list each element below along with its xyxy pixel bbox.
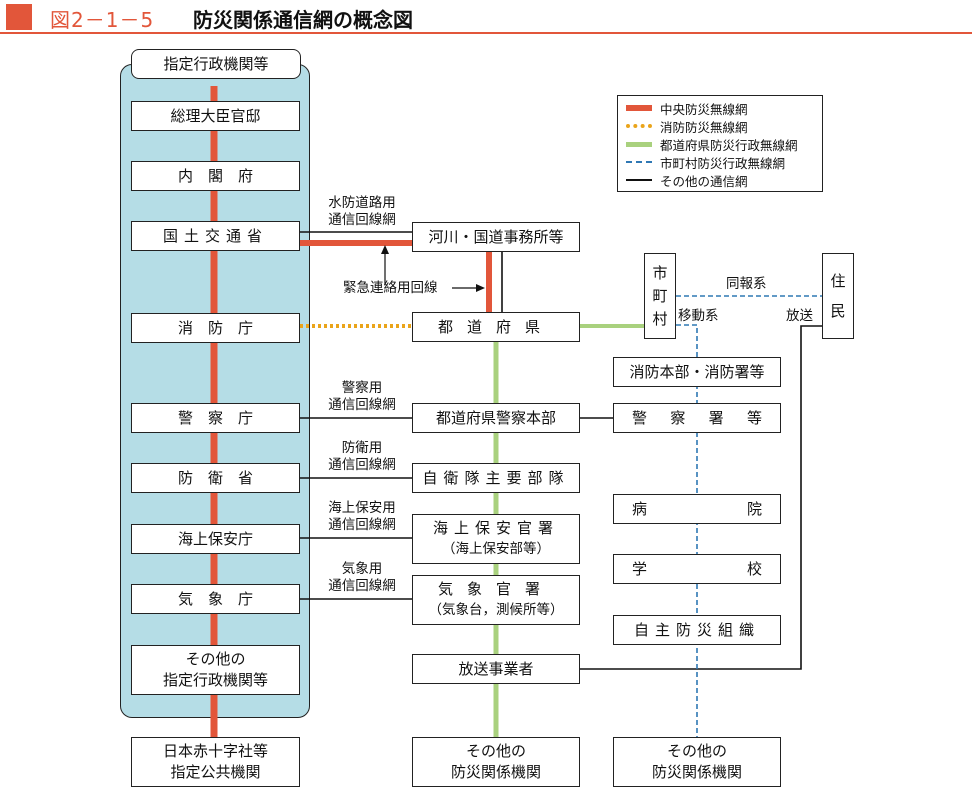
municipality-char-2: 町 (652, 286, 668, 305)
other-agencies-line2: 指定行政機関等 (162, 671, 268, 689)
river-office-box: 河川・国道事務所等 (412, 222, 580, 252)
coast-guard-box: 海上保安庁 (131, 524, 300, 554)
mlit-box: 国土交通省 (131, 221, 300, 251)
met-net-label-line2: 通信回線網 (328, 578, 396, 594)
school-char-2: 校 (746, 559, 762, 578)
defense-net-label-line1: 防衛用 (341, 440, 383, 456)
legend-item-municipal: 市町村防災行政無線網 (618, 153, 822, 171)
thick-line-icon (626, 105, 652, 111)
header-rule (0, 32, 972, 34)
coast-net-label-line2: 通信回線網 (328, 517, 396, 533)
broadcaster-box: 放送事業者 (412, 654, 580, 684)
legend-label-central: 中央防災無線網 (660, 101, 748, 117)
residents-char-2: 民 (830, 302, 846, 320)
school-box: 学 校 (613, 554, 781, 584)
police-station-box: 警 察 署 等 (613, 403, 781, 433)
public-institutions-line2: 指定公共機関 (170, 763, 261, 781)
legend-item-central: 中央防災無線網 (618, 99, 822, 117)
met-net-label-line1: 気象用 (341, 561, 383, 577)
coast-office-box: 海上保安官署 （海上保安部等） (412, 514, 580, 564)
legend-label-prefecture: 都道府県防災行政無線網 (660, 137, 798, 153)
legend-item-fire: 消防防災無線網 (618, 117, 822, 135)
police-net-label: 警察用 通信回線網 (312, 380, 412, 414)
header-color-block (6, 4, 32, 30)
residents-char-1: 住 (830, 272, 846, 290)
legend-label-other: その他の通信網 (660, 173, 748, 189)
right-other-box: その他の 防災関係機関 (613, 737, 781, 787)
legend-item-prefecture: 都道府県防災行政無線網 (618, 135, 822, 153)
flood-road-label: 水防道路用 通信回線網 (312, 195, 412, 229)
defense-net-label: 防衛用 通信回線網 (312, 440, 412, 474)
emergency-label: 緊急連絡用回線 (343, 280, 438, 296)
flood-road-label-line1: 水防道路用 (328, 195, 396, 211)
police-station-char-4: 等 (746, 408, 762, 427)
hospital-char-2: 院 (746, 499, 762, 518)
designated-agencies-title: 指定行政機関等 (131, 49, 301, 79)
met-office-line1: 気象官署 (437, 580, 554, 598)
cabinet-office-box: 内 閣 府 (131, 161, 300, 191)
municipality-box: 市 町 村 (644, 253, 676, 339)
broadcast-line (580, 325, 822, 670)
legend-label-municipal: 市町村防災行政無線網 (660, 155, 786, 171)
police-net-label-line1: 警察用 (341, 380, 383, 396)
mobile-label: 移動系 (678, 308, 719, 324)
thick-line-icon (626, 141, 652, 147)
hospital-box: 病 院 (613, 494, 781, 524)
mobile-line (676, 324, 698, 737)
legend: 中央防災無線網 消防防災無線網 都道府県防災行政無線網 市町村防災行政無線網 そ… (617, 95, 823, 192)
coast-office-line1: 海上保安官署 (432, 519, 559, 537)
legend-item-other: その他の通信網 (618, 171, 822, 189)
coast-office-line2: （海上保安部等） (442, 541, 550, 557)
prefecture-box: 都道府県 (412, 312, 580, 342)
middle-other-line2: 防災関係機関 (450, 763, 541, 781)
municipality-char-3: 村 (652, 309, 668, 328)
broadcast-label: 放送 (786, 308, 813, 324)
school-char-1: 学 (632, 559, 648, 578)
fdma-box: 消 防 庁 (131, 313, 300, 343)
defense-net-label-line2: 通信回線網 (328, 457, 396, 473)
sdf-box: 自衛隊主要部隊 (412, 463, 580, 493)
legend-label-fire: 消防防災無線網 (660, 119, 748, 135)
middle-other-box: その他の 防災関係機関 (412, 737, 580, 787)
met-office-line2: （気象台，測候所等） (428, 602, 564, 618)
mod-box: 防 衛 省 (131, 463, 300, 493)
dotted-line-icon (626, 124, 652, 128)
npa-box: 警 察 庁 (131, 403, 300, 433)
met-net-label: 気象用 通信回線網 (312, 561, 412, 595)
public-institutions-line1: 日本赤十字社等 (162, 742, 268, 760)
police-station-char-3: 署 (708, 408, 724, 427)
residents-box: 住 民 (822, 253, 854, 339)
simultaneous-label: 同報系 (726, 276, 767, 292)
police-station-char-1: 警 (632, 408, 648, 427)
right-other-line1: その他の (666, 742, 727, 760)
jma-box: 気 象 庁 (131, 584, 300, 614)
emergency-arrow-right (476, 284, 485, 292)
thin-line-icon (626, 179, 652, 181)
met-office-box: 気象官署 （気象台，測候所等） (412, 575, 580, 625)
fire-department-box: 消防本部・消防署等 (613, 357, 781, 387)
middle-other-line1: その他の (465, 742, 526, 760)
other-agencies-line1: その他の (185, 650, 246, 668)
coast-net-label-line1: 海上保安用 (328, 500, 396, 516)
coast-net-label: 海上保安用 通信回線網 (312, 500, 412, 534)
pm-office-box: 総理大臣官邸 (131, 101, 300, 131)
voluntary-org-box: 自主防災組織 (613, 615, 781, 645)
figure-number: 図2－1－5 (50, 8, 155, 32)
public-institutions-box: 日本赤十字社等 指定公共機関 (131, 737, 300, 787)
emergency-arrow-up (381, 245, 389, 254)
other-agencies-box: その他の 指定行政機関等 (131, 645, 300, 695)
police-net-label-line2: 通信回線網 (328, 397, 396, 413)
figure-title: 防災関係通信網の概念図 (193, 8, 413, 32)
police-hq-box: 都道府県警察本部 (412, 403, 580, 433)
right-other-line2: 防災関係機関 (651, 763, 742, 781)
police-station-char-2: 察 (670, 408, 686, 427)
municipality-char-1: 市 (652, 263, 668, 282)
dashed-line-icon (626, 161, 652, 163)
hospital-char-1: 病 (632, 499, 648, 518)
flood-road-label-line2: 通信回線網 (328, 212, 396, 228)
